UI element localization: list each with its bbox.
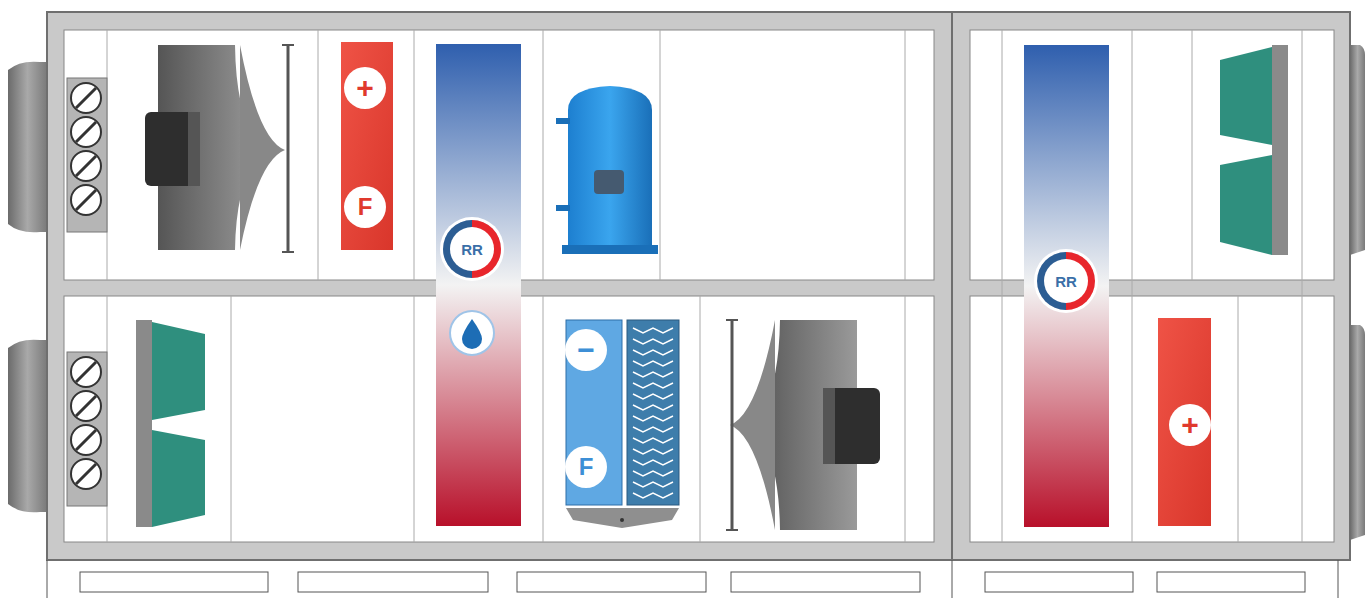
badge-text: F — [579, 455, 594, 479]
badge-text: RR — [461, 242, 483, 257]
wheel-badge: RR — [1037, 252, 1095, 310]
component-badge: F — [344, 186, 386, 228]
badge-text: RR — [1055, 274, 1077, 289]
component-badge: + — [344, 67, 386, 109]
badge-text: + — [1181, 410, 1199, 440]
badge-text: F — [358, 195, 373, 219]
badge-text: + — [356, 73, 374, 103]
badge-text: − — [577, 335, 595, 365]
wheel-badge: RR — [443, 220, 501, 278]
component-badge: F — [565, 446, 607, 488]
component-badge: + — [1169, 404, 1211, 446]
component-badge: − — [565, 329, 607, 371]
